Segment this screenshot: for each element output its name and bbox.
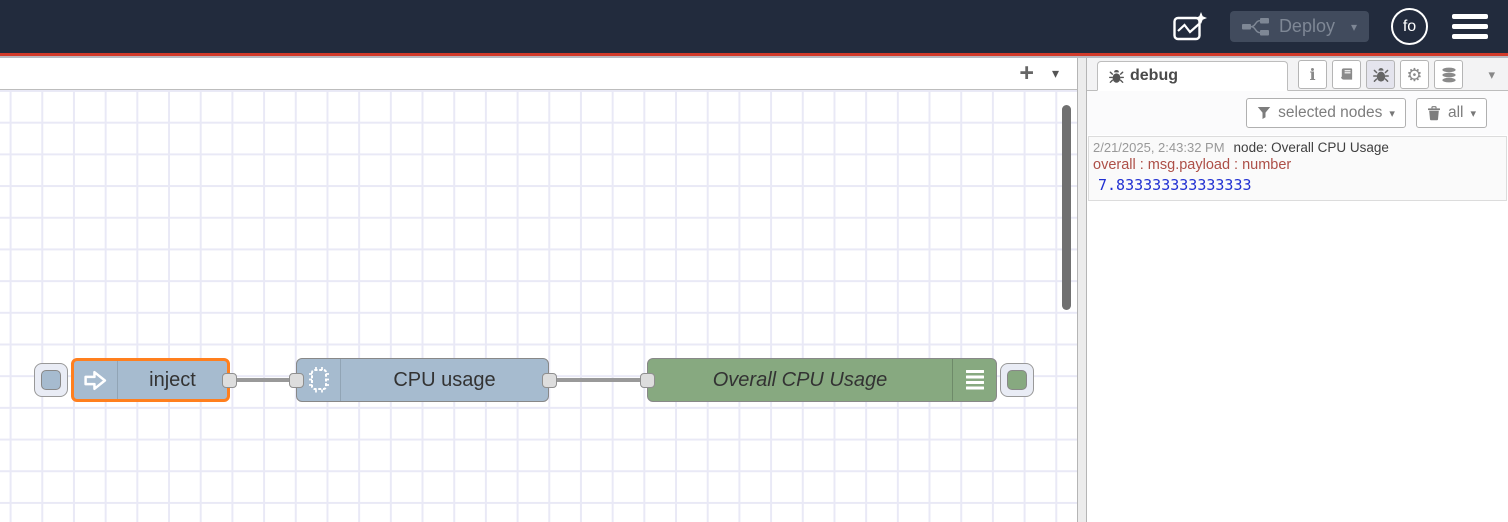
message-property: overall : msg.payload : number [1093,157,1292,173]
flow-snapshot-button[interactable] [1172,11,1208,43]
sidebar-resize-handle[interactable] [1078,58,1086,522]
debug-filter-button[interactable]: selected nodes ▾ [1246,98,1406,128]
wires-layer [230,378,647,382]
node-label: inject [149,368,196,391]
add-flow-button[interactable]: + [1019,59,1034,87]
debug-sidebar: debug i [1086,58,1508,522]
main-menu-button[interactable] [1450,12,1490,41]
user-avatar[interactable]: fo [1391,8,1428,45]
caret-down-icon: ▾ [1389,107,1395,120]
deploy-caret-icon[interactable]: ▾ [1350,19,1357,34]
node-inject[interactable]: inject [71,358,230,402]
deploy-button[interactable]: Deploy ▾ [1229,11,1369,42]
book-icon [1341,68,1353,80]
port-cpu-input[interactable] [288,372,304,388]
flow-list-caret-icon[interactable]: ▾ [1051,65,1059,81]
sidebar-tab-debug-button[interactable] [1366,60,1395,89]
filter-label: selected nodes [1278,104,1383,121]
node-label: Overall CPU Usage [712,368,888,391]
deploy-label: Deploy [1278,16,1335,36]
inject-arrow-icon [84,370,107,390]
header-actions: Deploy ▾ fo [1172,0,1508,53]
caret-down-icon: ▾ [1470,107,1476,120]
debug-output-icon [965,370,984,390]
header: Deploy ▾ fo [0,0,1508,53]
sidebar-tab-help[interactable] [1332,60,1361,89]
node-label: CPU usage [393,368,496,391]
message-meta: 2/21/2025, 2:43:32 PM node: Overall CPU … [1093,140,1502,155]
hamburger-icon [1452,14,1488,19]
flow-sparkle-icon [1173,11,1207,40]
deploy-nodes-icon [1241,18,1269,36]
debug-message[interactable]: 2/21/2025, 2:43:32 PM node: Overall CPU … [1088,136,1507,201]
gear-icon: ⚙ [1406,64,1423,85]
flow-tabbar: + ▾ [0,58,1077,90]
cpu-icon-box [297,359,341,401]
message-value[interactable]: 7.833333333333333 [1098,176,1252,194]
bug-icon [1372,67,1389,82]
sidebar-tabbar: debug i [1087,58,1508,91]
message-source-node: node: Overall CPU Usage [1233,140,1389,155]
debug-toggle-button[interactable] [1000,363,1034,397]
header-accent-line [0,53,1508,56]
avatar-initials: fo [1402,17,1417,35]
filter-icon [1257,107,1271,119]
microchip-icon [308,367,329,393]
sidebar-tab-label: debug [1130,67,1178,84]
bug-icon [1109,69,1124,83]
debug-icon-box [952,359,996,401]
debug-message-list: 2/21/2025, 2:43:32 PM node: Overall CPU … [1087,136,1508,522]
message-timestamp: 2/21/2025, 2:43:32 PM [1093,140,1225,155]
inject-trigger-button[interactable] [34,363,68,397]
canvas-pane: + ▾ inject [0,58,1078,522]
port-cpu-output[interactable] [541,372,557,388]
trash-icon [1427,105,1440,120]
sidebar-tab-info[interactable]: i [1298,60,1327,89]
debug-toggle-inner [1007,370,1027,390]
sidebar-tab-context[interactable] [1434,60,1463,89]
flow-canvas[interactable]: inject CPU usage Overall CPU Usage [0,90,1077,522]
inject-icon-box [74,361,118,399]
node-debug-overall-cpu[interactable]: Overall CPU Usage [647,358,997,402]
info-icon: i [1309,65,1316,84]
sidebar-tab-config[interactable]: ⚙ [1400,60,1429,89]
debug-clear-button[interactable]: all ▾ [1415,98,1487,128]
port-inject-output[interactable] [222,372,237,388]
database-icon [1441,67,1456,82]
debug-toolbar: selected nodes ▾ all ▾ [1087,91,1508,135]
sidebar-tab-buttons: i [1298,60,1463,89]
port-debug-input[interactable] [639,372,655,388]
canvas-vertical-scrollbar[interactable] [1062,105,1071,310]
sidebar-tab-debug-active[interactable]: debug [1097,61,1288,91]
header-divider-line [0,56,1508,58]
inject-trigger-inner [41,370,61,390]
sidebar-menu-caret-icon[interactable]: ▾ [1488,67,1495,82]
clear-label: all [1447,104,1464,121]
node-cpu-usage[interactable]: CPU usage [296,358,549,402]
